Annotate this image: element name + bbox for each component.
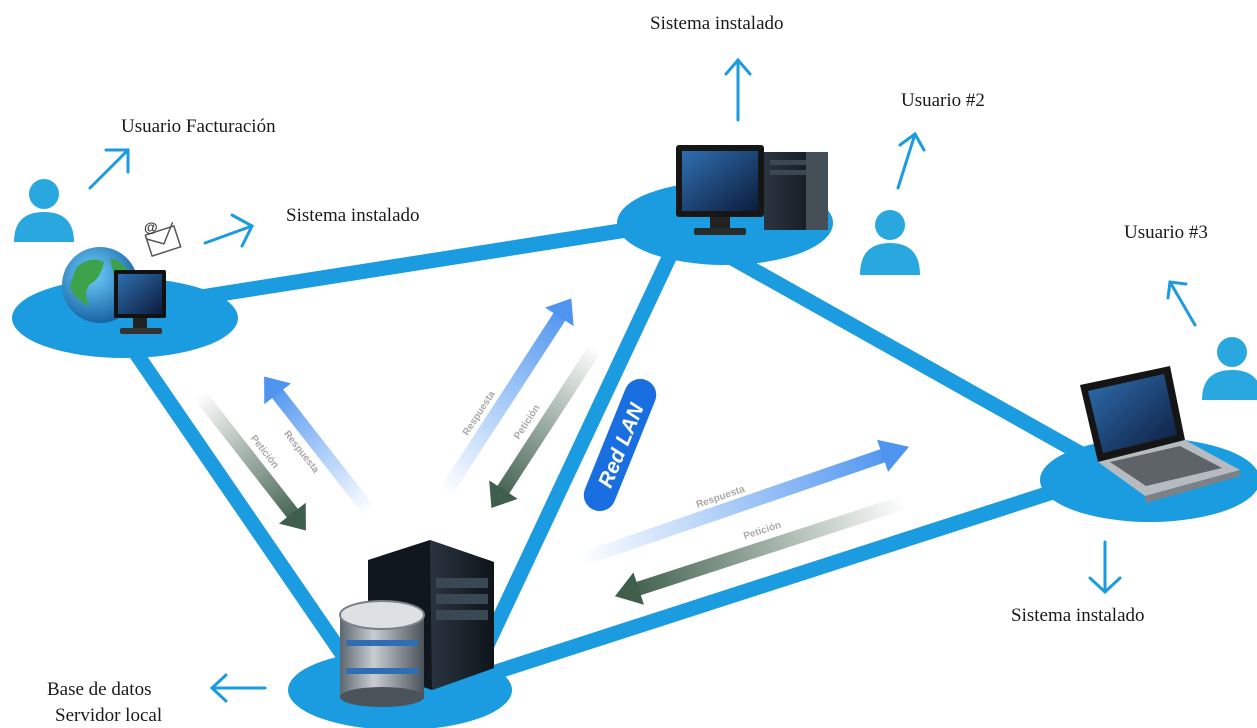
request-arrowhead-right (614, 572, 644, 605)
response-arrow-right (577, 445, 895, 567)
request-arrow-left (194, 390, 305, 526)
user-icon-2 (860, 210, 920, 275)
user-icon-3 (1202, 337, 1257, 400)
label-sistema-instalado-right: Sistema instalado (1011, 605, 1145, 626)
network-links (112, 212, 1118, 698)
flow-middle: Respuesta Petición (439, 298, 602, 509)
response-arrow-left (265, 381, 376, 517)
laptop-icon (1080, 366, 1240, 503)
monitor-icon (114, 270, 166, 334)
arrow-icon-usuario-3 (1166, 280, 1197, 327)
flow-left: Respuesta Petición (194, 376, 376, 531)
client-node: @ (62, 219, 182, 334)
red-lan-badge: Red LAN (583, 378, 657, 512)
pointer-arrows (88, 57, 1197, 703)
label-sistema-instalado-left: Sistema instalado (286, 205, 420, 226)
database-icon (339, 600, 425, 707)
user-icon-facturacion (14, 179, 74, 242)
arrow-icon-sistema-top (724, 57, 752, 122)
link-client-server (112, 322, 368, 688)
request-arrowhead-left (278, 502, 306, 531)
arrow-icon-sistema-right (1088, 540, 1122, 595)
link-client-desktop (142, 212, 698, 313)
desktop-pc-icon (676, 145, 828, 235)
response-arrowhead-left (264, 376, 292, 405)
label-usuario-facturacion: Usuario Facturación (121, 116, 276, 137)
response-arrowhead-right (877, 439, 910, 472)
label-usuario-3: Usuario #3 (1124, 222, 1208, 243)
response-arrow-middle (439, 304, 571, 497)
user-icon (14, 179, 1257, 400)
label-servidor-local: Servidor local (55, 705, 163, 726)
label-sistema-instalado-top: Sistema instalado (650, 13, 784, 34)
label-usuario-2: Usuario #2 (901, 90, 985, 111)
arrow-icon-sistema-left (203, 213, 254, 248)
svg-text:@: @ (144, 219, 158, 235)
flow-right: Respuesta Petición (577, 439, 910, 605)
link-desktop-server (472, 237, 683, 668)
email-icon: @ (144, 219, 182, 258)
arrow-icon-usuario-2 (896, 131, 926, 190)
arrow-icon-facturacion (88, 148, 130, 190)
arrow-icon-base-datos (209, 673, 267, 703)
response-arrowhead-middle (545, 298, 574, 327)
link-server-laptop (432, 472, 1098, 698)
link-desktop-laptop (692, 232, 1118, 478)
request-arrow-right (627, 495, 908, 599)
label-base-de-datos: Base de datos (47, 679, 152, 700)
request-arrowhead-middle (489, 480, 518, 509)
request-arrow-middle (492, 343, 602, 502)
